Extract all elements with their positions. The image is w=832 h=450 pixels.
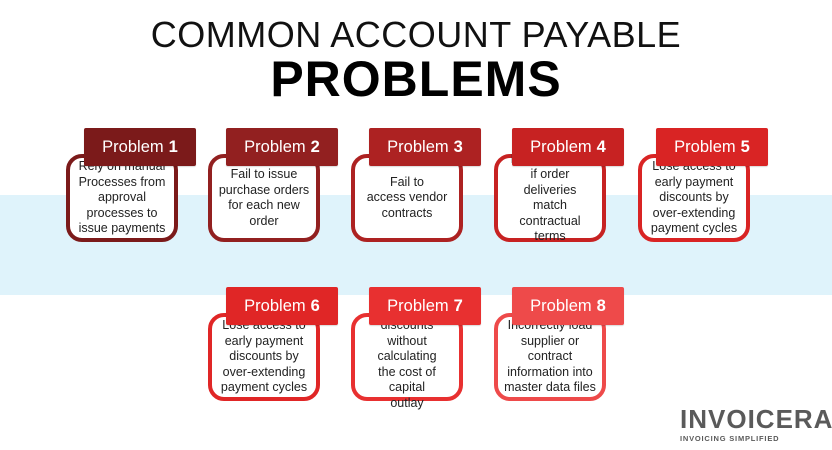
problem-label: Problem — [674, 137, 736, 156]
problem-box: Accept discounts without calculating the… — [351, 303, 463, 410]
problem-label: Problem — [530, 137, 592, 156]
problem-number: 2 — [310, 137, 320, 156]
problem-number: 4 — [596, 137, 606, 156]
problem-label: Problem — [244, 137, 306, 156]
problem-number: 1 — [168, 137, 178, 156]
problem-text: Rely on manual Processes from approval p… — [78, 159, 166, 236]
problem-box: Lose access to early payment discounts b… — [208, 313, 320, 401]
problem-label: Problem — [387, 296, 449, 315]
problem-label: Problem — [387, 137, 449, 156]
problem-text: Accept discounts without calculating the… — [377, 303, 437, 410]
problem-box: Fail to access vendor contracts — [351, 154, 463, 242]
problem-number: 3 — [453, 137, 463, 156]
title-line-1: COMMON ACCOUNT PAYABLE — [150, 14, 682, 55]
problem-tab: Problem 2 — [226, 128, 338, 166]
problem-number: 8 — [596, 296, 606, 315]
problem-tab: Problem 4 — [512, 128, 624, 166]
problem-box: Fail to confirm if order deliveries matc… — [494, 152, 606, 244]
logo-wordmark: INVOICERA — [680, 404, 832, 434]
problem-number: 5 — [740, 137, 750, 156]
problem-card-6: Lose access to early payment discounts b… — [208, 287, 338, 401]
problem-tab: Problem 7 — [369, 287, 481, 325]
problem-text: Incorrectly load supplier or contract in… — [504, 318, 596, 395]
problem-box: Lose access to early payment discounts b… — [638, 154, 750, 242]
problem-text: Fail to issue purchase orders for each n… — [218, 167, 310, 228]
problem-number: 6 — [310, 296, 320, 315]
problem-text: Lose access to early payment discounts b… — [220, 318, 308, 395]
problem-card-4: Fail to confirm if order deliveries matc… — [494, 128, 624, 244]
problem-box: Fail to issue purchase orders for each n… — [208, 154, 320, 242]
problem-tab: Problem 1 — [84, 128, 196, 166]
logo-tagline: INVOICING SIMPLIFIED — [680, 434, 780, 443]
problem-text: Lose access to early payment discounts b… — [650, 159, 738, 236]
invoicera-logo: INVOICERA INVOICING SIMPLIFIED — [680, 404, 832, 446]
problem-tab: Problem 3 — [369, 128, 481, 166]
problem-card-5: Lose access to early payment discounts b… — [638, 128, 768, 242]
problem-tab: Problem 5 — [656, 128, 768, 166]
problem-box: Rely on manual Processes from approval p… — [66, 154, 178, 242]
problem-box: Incorrectly load supplier or contract in… — [494, 313, 606, 401]
problem-card-8: Incorrectly load supplier or contract in… — [494, 287, 624, 401]
problem-text: Fail to confirm if order deliveries matc… — [511, 152, 590, 244]
title-line-2: PROBLEMS — [270, 51, 562, 107]
problem-card-2: Fail to issue purchase orders for each n… — [208, 128, 338, 242]
problem-number: 7 — [453, 296, 463, 315]
problem-label: Problem — [244, 296, 306, 315]
problem-card-1: Rely on manual Processes from approval p… — [66, 128, 196, 242]
problem-text: Fail to access vendor contracts — [366, 174, 448, 220]
problem-card-3: Fail to access vendor contracts Problem … — [351, 128, 481, 242]
problem-label: Problem — [102, 137, 164, 156]
problem-label: Problem — [530, 296, 592, 315]
problem-card-7: Accept discounts without calculating the… — [351, 287, 481, 410]
problem-tab: Problem 6 — [226, 287, 338, 325]
problem-tab: Problem 8 — [512, 287, 624, 325]
